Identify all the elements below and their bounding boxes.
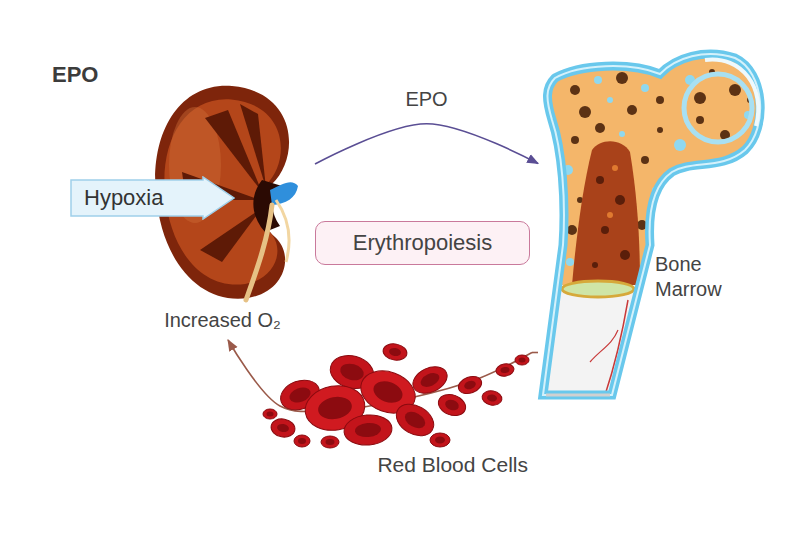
cell-center	[267, 412, 274, 417]
bone-pore	[566, 258, 574, 266]
bone-pore	[594, 76, 602, 84]
process-pill: Erythropoiesis	[315, 221, 530, 265]
red-blood-cell	[294, 435, 310, 447]
cell-center	[388, 347, 401, 357]
cell-center	[338, 361, 365, 383]
red-blood-cell	[263, 409, 277, 419]
bone-pore	[696, 116, 704, 124]
red-blood-cell	[343, 413, 393, 447]
red-blood-cell	[435, 391, 468, 419]
marrow-spot	[601, 226, 609, 234]
cell-center	[486, 394, 497, 403]
edge-label-holder: EPO	[401, 88, 451, 111]
bone-pore	[570, 85, 580, 95]
bone-outline	[543, 54, 760, 395]
cell-center	[370, 377, 405, 406]
bone-pore	[595, 123, 605, 133]
renal-vessel	[276, 200, 289, 262]
cell-center	[402, 408, 428, 431]
cell-center	[316, 394, 353, 422]
bone-pore	[657, 127, 663, 133]
cell-center	[354, 422, 381, 438]
bone-pore	[729, 84, 741, 96]
bone-pore	[641, 156, 649, 164]
edge-label: EPO	[401, 88, 451, 111]
diagram-title: EPO	[52, 62, 98, 88]
marrow-spot	[620, 250, 630, 260]
node-label: Red Blood Cells	[377, 453, 528, 477]
bone-pore	[571, 136, 579, 144]
bone-pore	[579, 106, 591, 118]
bone-pore	[674, 139, 686, 151]
cell-center	[418, 370, 441, 389]
bone-pore	[656, 96, 664, 104]
cell-center	[444, 398, 461, 412]
connector-arrow	[532, 352, 538, 354]
blood-vessel	[590, 330, 618, 362]
cell-center	[298, 438, 306, 444]
red-blood-cell	[515, 355, 529, 365]
red-blood-cell	[430, 433, 450, 447]
cartilage	[705, 59, 758, 126]
arrow-outline	[71, 177, 234, 219]
shaft-cut	[546, 394, 610, 397]
femoral-head-line	[684, 74, 752, 142]
red-blood-cell	[382, 342, 408, 362]
cell-center	[519, 358, 526, 363]
bone-pore	[641, 84, 649, 92]
cortical-bone	[543, 54, 760, 395]
title-holder: EPO	[52, 62, 98, 88]
red-blood-cell	[270, 417, 297, 439]
marrow-spot	[607, 212, 613, 218]
bone-pore	[619, 131, 625, 137]
shaft-section-ring	[562, 281, 634, 297]
marrow-cavity	[572, 141, 640, 285]
bone-marrow-node: Bone Marrow	[538, 55, 773, 405]
marrow-spot	[592, 262, 598, 268]
kidney-pyramid	[240, 104, 266, 188]
hypoxia-arrow: Hypoxia	[70, 176, 235, 220]
red-blood-cells-node: Red Blood Cells	[262, 338, 532, 483]
node-label: Erythropoiesis	[353, 230, 492, 256]
node-label: Hypoxia	[70, 176, 163, 220]
node-label: Increased O₂	[164, 309, 281, 332]
bone-pore	[627, 105, 637, 115]
bone-pore	[607, 97, 613, 103]
cell-center	[463, 379, 477, 391]
red-blood-cell	[495, 363, 515, 378]
kidney-pyramid	[200, 208, 262, 262]
cell-center	[276, 423, 289, 433]
bone-pore	[616, 72, 628, 84]
bone-pore	[567, 225, 577, 235]
cell-center	[500, 366, 510, 373]
femur-illustration	[530, 54, 760, 400]
connector-arrow	[315, 124, 538, 164]
marrow-spot	[615, 195, 625, 205]
cell-center	[435, 437, 445, 444]
cell-center	[326, 439, 335, 445]
renal-pelvis	[270, 182, 298, 205]
red-blood-cells-illustration	[263, 342, 529, 448]
marrow-spot	[596, 176, 604, 184]
red-blood-cell	[321, 436, 339, 448]
marrow-spot	[612, 165, 618, 171]
ureter	[246, 205, 272, 300]
node-label: Bone Marrow	[655, 252, 750, 302]
red-blood-cell	[456, 373, 484, 396]
bone-pore	[694, 92, 706, 104]
red-blood-cell	[481, 389, 503, 406]
